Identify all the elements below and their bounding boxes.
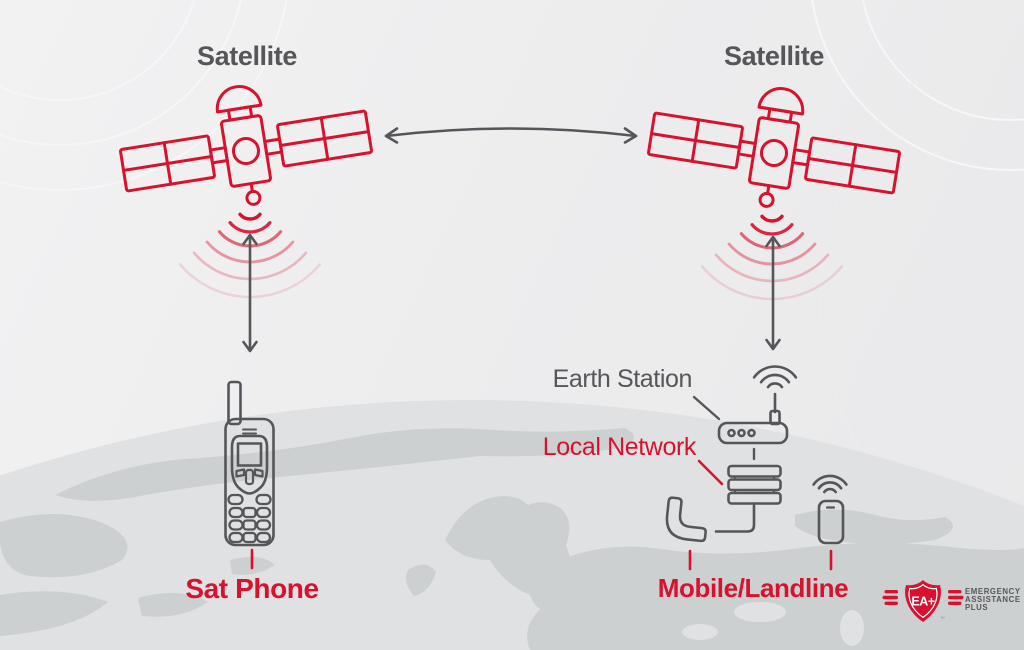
background-texture xyxy=(0,0,1024,586)
wifi-icon xyxy=(752,365,798,389)
local-network-label: Local Network xyxy=(542,433,697,461)
sat-phone-label: Sat Phone xyxy=(185,573,319,604)
earth-station-label: Earth Station xyxy=(552,365,693,393)
satellite-label-right: Satellite xyxy=(724,41,824,71)
svg-text:PLUS: PLUS xyxy=(965,603,988,612)
world-landmasses xyxy=(0,428,1024,650)
satellite-label-left: Satellite xyxy=(197,41,297,71)
satellite-icon-right xyxy=(641,67,909,228)
local-network-connector xyxy=(697,459,724,486)
wifi-icon xyxy=(812,474,848,494)
uplink-arrow-left xyxy=(242,233,258,353)
logo-trademark: ™ xyxy=(940,616,945,622)
eaplus-logo: EA+ ™ EMERGENCY ASSISTANCE PLUS xyxy=(882,580,1021,622)
sat-phone-icon xyxy=(224,380,275,547)
satellite-icon-left xyxy=(111,65,379,226)
svg-text:ASSISTANCE: ASSISTANCE xyxy=(965,595,1021,604)
logo-shield-icon: EA+ ™ xyxy=(905,580,945,622)
logo-monogram: EA+ xyxy=(911,595,934,609)
world-seas xyxy=(682,602,864,646)
mobile-landline-label: Mobile/Landline xyxy=(657,573,849,603)
earth-station-icon xyxy=(717,365,798,445)
svg-text:EMERGENCY: EMERGENCY xyxy=(965,587,1021,596)
uplink-arrow-right xyxy=(765,235,781,351)
logo-wordmark: EMERGENCY ASSISTANCE PLUS xyxy=(965,587,1021,612)
earth-station-connector xyxy=(692,395,721,421)
logo-speed-bars xyxy=(882,590,964,605)
phone-handset-icon xyxy=(665,496,707,543)
satellite-link-arrow xyxy=(384,127,638,144)
mobile-phone-icon xyxy=(812,474,848,545)
landline-connector xyxy=(714,502,756,533)
